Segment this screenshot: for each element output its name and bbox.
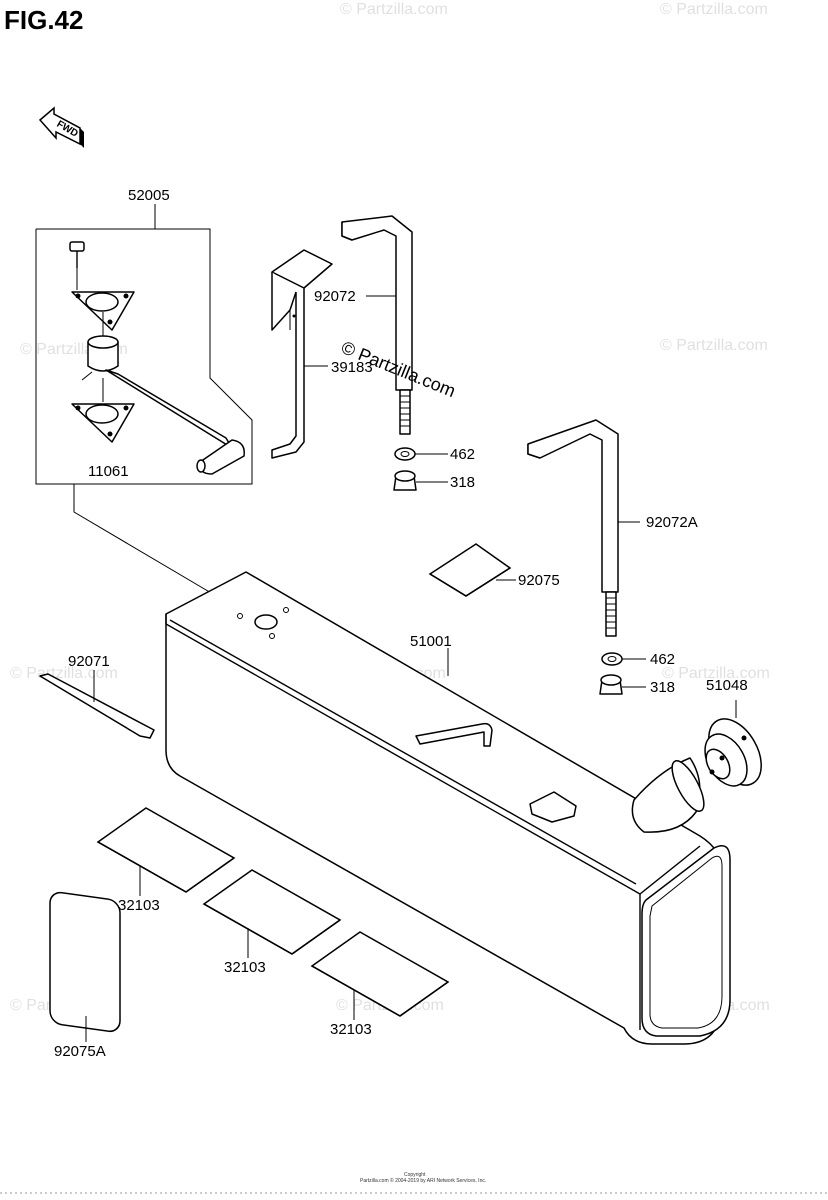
label-92075A: 92075A	[54, 1043, 106, 1060]
tank-strap-92072A	[527, 419, 640, 637]
pad-92075	[428, 543, 516, 597]
part-labels: 52005 11061 92072 39183 462 318 92072A 9…	[54, 187, 748, 1060]
label-51001: 51001	[410, 633, 452, 650]
fwd-arrow-icon: FWD	[38, 106, 84, 148]
footer-copyright-line2: Partzilla.com © 2004-2019 by ARI Network…	[360, 1177, 486, 1184]
watermark: © Partzilla.com	[662, 665, 770, 682]
label-92075: 92075	[518, 572, 560, 589]
label-318-lower: 318	[650, 679, 675, 696]
watermark: © Partzilla.com	[660, 337, 768, 354]
figure-title: FIG.42	[4, 5, 83, 35]
label-52005: 52005	[128, 187, 170, 204]
label-11061: 11061	[88, 463, 129, 480]
pad-32103-a	[96, 807, 236, 896]
label-39183: 39183	[331, 359, 373, 376]
tank-strap-92072	[341, 215, 413, 435]
footer-copyright-line1: Copyright	[404, 1172, 426, 1178]
strip-92071	[39, 670, 155, 739]
label-51048: 51048	[706, 677, 748, 694]
washer-462-upper	[394, 447, 448, 461]
label-318-upper: 318	[450, 474, 475, 491]
washer-462-lower	[601, 652, 646, 666]
assembly-leader-line	[73, 484, 241, 611]
label-92072: 92072	[314, 288, 356, 305]
label-32103-b: 32103	[224, 959, 266, 976]
pad-32103-c	[310, 931, 450, 1020]
label-92071: 92071	[68, 653, 110, 670]
pad-92075A	[49, 891, 121, 1042]
tank-bracket-39183	[271, 249, 333, 459]
fuel-tank-51001	[165, 571, 731, 1045]
label-32103-c: 32103	[330, 1021, 372, 1038]
fuel-gauge-assembly	[35, 204, 253, 485]
nut-318-upper	[393, 470, 448, 491]
label-32103-a: 32103	[118, 897, 160, 914]
label-462-lower: 462	[650, 651, 675, 668]
pad-32103-b	[202, 869, 342, 958]
filler-cap-51048	[704, 700, 762, 787]
nut-318-lower	[599, 674, 646, 695]
watermark: © Partzilla.com	[660, 1, 768, 18]
label-462-upper: 462	[450, 446, 475, 463]
watermark: © Partzilla.com	[10, 665, 118, 682]
watermark: © Partzilla.com	[340, 1, 448, 18]
label-92072A: 92072A	[646, 514, 698, 531]
